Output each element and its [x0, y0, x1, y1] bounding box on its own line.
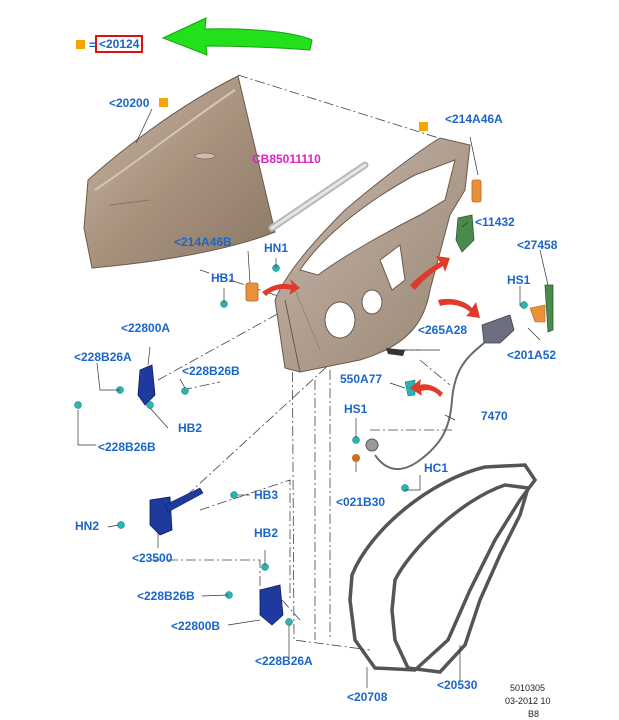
callout-cb85011110[interactable]: CB85011110 — [252, 152, 321, 166]
callout-228B26A-lower[interactable]: <228B26A — [255, 654, 313, 668]
callout-20530[interactable]: <20530 — [437, 678, 478, 692]
door-seals — [348, 463, 538, 674]
callout-hn2[interactable]: HN2 — [75, 519, 100, 533]
callout-23500[interactable]: <23500 — [132, 551, 173, 565]
callout-hc1[interactable]: HC1 — [424, 461, 449, 475]
footer-rev: B8 — [528, 709, 540, 719]
callout-hb2-upper[interactable]: HB2 — [178, 421, 203, 435]
equals-sign: = — [89, 38, 97, 52]
callout-hb1[interactable]: HB1 — [211, 271, 236, 285]
callout-228B26B-lower[interactable]: <228B26B — [137, 589, 195, 603]
regulator-bracket — [455, 214, 554, 333]
callout-11432[interactable]: <11432 — [475, 215, 515, 229]
motion-arrows — [262, 256, 480, 397]
callout-228B26A-upper[interactable]: <228B26A — [74, 350, 132, 364]
callout-021B30[interactable]: <021B30 — [336, 495, 386, 509]
callout-228B26B-middle[interactable]: <228B26B — [98, 440, 156, 454]
inner-door-frame — [274, 137, 471, 373]
callout-228B26B-upper[interactable]: <228B26B — [182, 364, 240, 378]
callout-214A46A[interactable]: <214A46A — [445, 112, 503, 126]
orange-marker-square — [419, 122, 428, 131]
callout-22800A[interactable]: <22800A — [121, 321, 171, 335]
water-shield-parts — [245, 179, 482, 302]
outer-door-panel — [83, 75, 276, 269]
reference-part-box: <20124 — [95, 35, 144, 53]
leader-lines — [77, 108, 549, 688]
callout-20200[interactable]: <20200 — [109, 96, 150, 110]
glass-run-strip — [268, 161, 369, 232]
callout-hb3[interactable]: HB3 — [254, 488, 279, 502]
footer-code: 5010305 — [510, 683, 546, 693]
callout-hb2-lower[interactable]: HB2 — [254, 526, 279, 540]
door-check — [149, 487, 204, 536]
green-pointer-arrow — [161, 17, 313, 56]
orange-marker-square — [159, 98, 168, 107]
callout-550A77[interactable]: 550A77 — [340, 372, 383, 386]
lower-hinge — [259, 584, 284, 626]
footer-date: 03-2012 10 — [505, 696, 551, 706]
callout-27458[interactable]: <27458 — [517, 238, 558, 252]
callout-265A28[interactable]: <265A28 — [418, 323, 468, 337]
callout-22800B[interactable]: <22800B — [171, 619, 221, 633]
callout-20708[interactable]: <20708 — [347, 690, 388, 704]
door-latch-and-cable — [352, 314, 515, 470]
fasteners — [74, 264, 528, 626]
upper-hinge — [137, 364, 156, 406]
orange-marker-square — [76, 40, 85, 49]
callout-7470[interactable]: 7470 — [481, 409, 508, 423]
callout-214A46B[interactable]: <214A46B — [174, 235, 232, 249]
callout-201A52[interactable]: <201A52 — [507, 348, 557, 362]
callout-hs1-lower[interactable]: HS1 — [344, 402, 368, 416]
callout-hn1[interactable]: HN1 — [264, 241, 289, 255]
callout-hs1-right[interactable]: HS1 — [507, 273, 531, 287]
